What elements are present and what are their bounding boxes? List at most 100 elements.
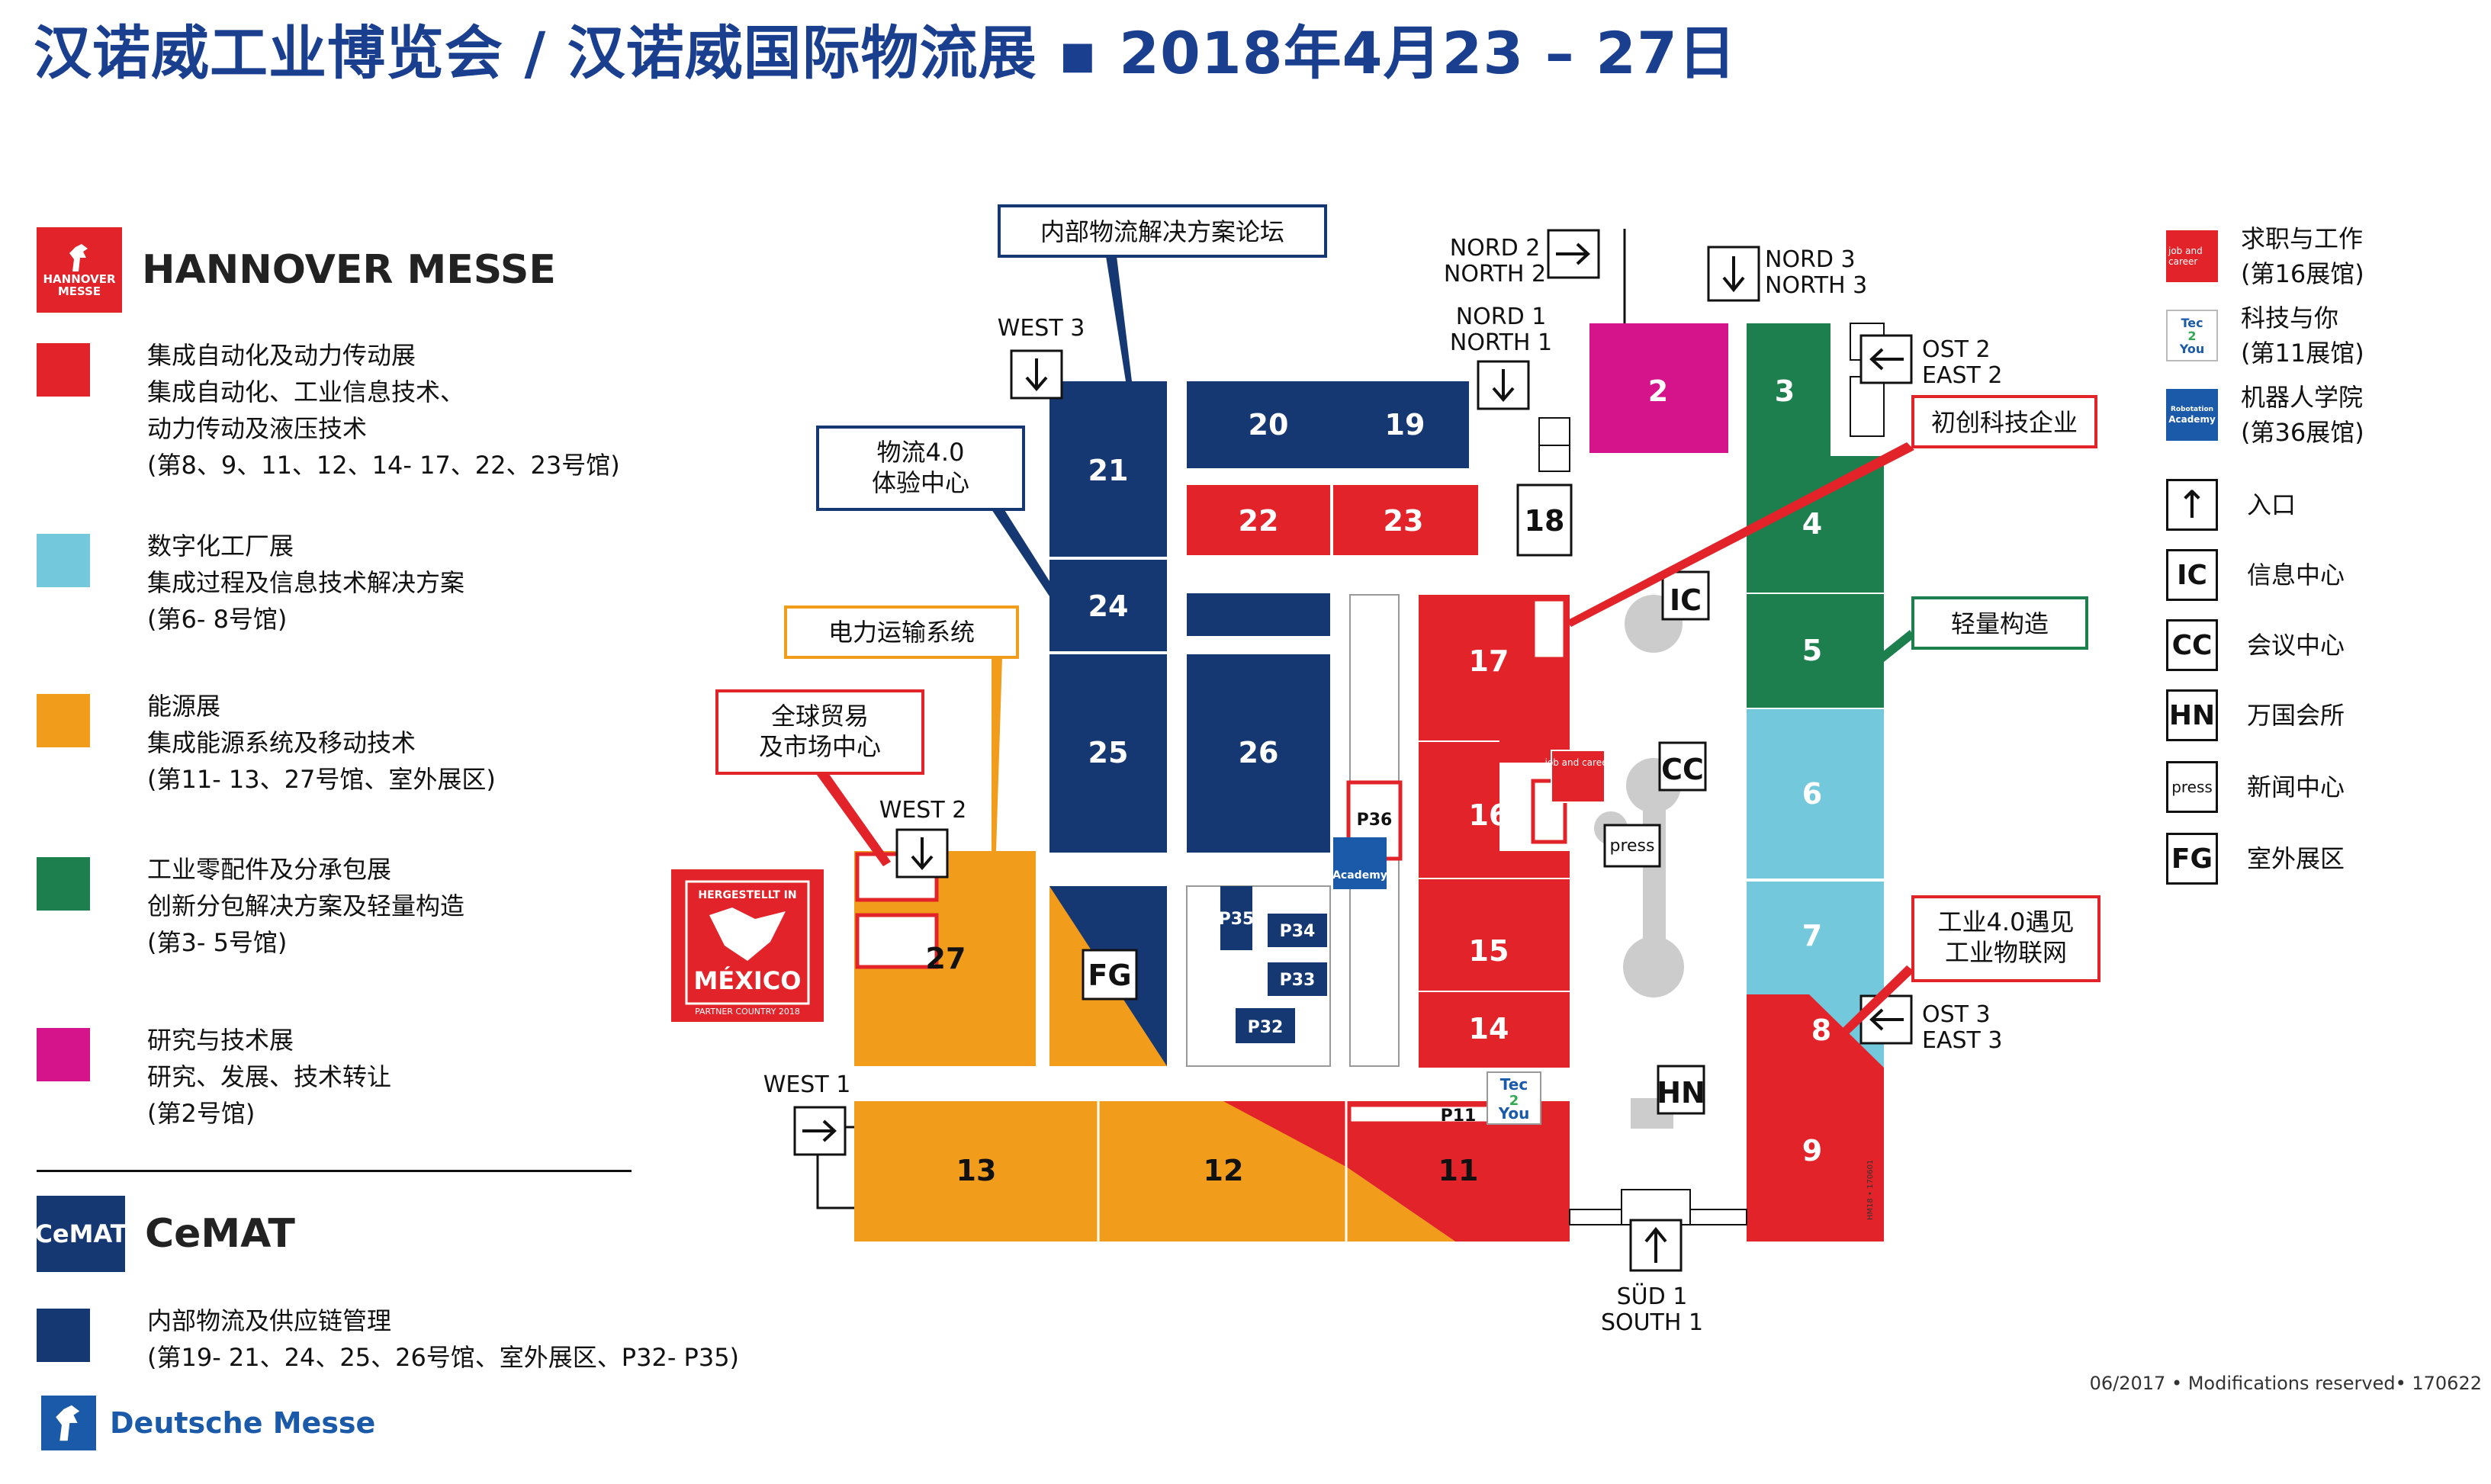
mexico-badge-frame [685,880,810,1005]
legend-line: 集成自动化及动力传动展 [147,341,416,370]
legend-text: 集成自动化及动力传动展集成自动化、工业信息技术、动力传动及液压技术(第8、9、1… [147,337,620,483]
hall-13-label: 13 [956,1154,997,1187]
hall-21-label: 21 [1088,454,1129,487]
fg-label: FG [1088,959,1131,992]
legend-swatch [37,1028,90,1081]
hall-24[interactable] [1049,560,1167,651]
ost2-entrance[interactable] [1859,334,1913,384]
hn-marker[interactable] [1657,1065,1705,1115]
cemat-name: CeMAT [145,1211,295,1257]
hall-9[interactable] [1747,1068,1884,1241]
hall-7[interactable] [1747,882,1884,994]
p32[interactable] [1236,1008,1295,1043]
p36-label: P36 [1357,811,1393,830]
legend-line: (第2号馆) [147,1099,256,1128]
hall-14-17[interactable] [1419,595,1570,1068]
cemat-legend-text: 内部物流及供应链管理 (第19- 21、24、25、26号馆、室外展区、P32-… [147,1303,739,1376]
hall-26[interactable] [1187,654,1330,853]
key-line: (第16展馆) [2241,259,2364,288]
industry40-callout [1911,895,2100,982]
key-row: ↑入口 [2166,479,2296,531]
cc-label: CC [1661,753,1704,786]
p34[interactable] [1268,914,1327,947]
hall-11[interactable] [1346,1101,1570,1241]
ic-marker[interactable] [1661,570,1710,621]
hall-15-label: 15 [1469,934,1509,968]
hall-4[interactable] [1747,456,1884,593]
hall-8-red-part [1786,994,1884,1068]
hall-2-label: 2 [1648,374,1668,408]
hall-23[interactable] [1333,485,1478,555]
academy-icon-text: Academy [2168,414,2216,425]
hall-20-19[interactable] [1187,381,1469,468]
hannover-messe-name: HANNOVER MESSE [142,247,556,293]
p35[interactable] [1220,886,1252,950]
cemat-swatch [37,1309,90,1362]
key-line: 科技与你 [2241,304,2339,332]
hall-3[interactable] [1747,323,1830,456]
legend-line: 研究与技术展 [147,1026,294,1055]
key-line: 机器人学院 [2241,383,2364,412]
page-title: 汉诺威工业博览会 / 汉诺威国际物流展 ▪ 2018年4月23 – 27日 [34,19,1737,87]
ost3-label: OST 3 [1922,1001,1991,1028]
nord3-label: NORD 3 [1765,246,1856,273]
press-marker[interactable] [1603,824,1661,868]
tec2you-text: Tec [1500,1075,1528,1094]
tec2you-icon-text: Tec [2181,315,2203,330]
hall-12-label: 12 [1204,1154,1244,1187]
west3-entrance[interactable] [1010,349,1063,400]
nord3-entrance[interactable] [1707,246,1760,302]
west1-entrance[interactable] [793,1106,847,1156]
north3-label: NORTH 3 [1765,272,1867,299]
cemat-legend-line: (第19- 21、24、25、26号馆、室外展区、P32- P35) [147,1343,740,1372]
hall-12[interactable] [1098,1101,1346,1241]
hall-6[interactable] [1747,709,1884,879]
west2-label: WEST 2 [879,797,967,824]
p33-label: P33 [1280,971,1316,990]
p35-label: P35 [1219,910,1255,929]
west2-entrance[interactable] [895,828,949,879]
west1-label: WEST 1 [763,1071,851,1098]
hall-18[interactable] [1516,483,1573,557]
hall-11-label: 11 [1438,1154,1479,1187]
deutsche-messe-mark [41,1396,96,1450]
legend-text: 数字化工厂展集成过程及信息技术解决方案(第6- 8号馆) [147,528,464,638]
hall-13[interactable] [854,1101,1098,1241]
east3-label: EAST 3 [1922,1027,2002,1054]
north1-label: NORTH 1 [1450,329,1552,356]
arrow-right-icon [802,1119,837,1142]
hall-22[interactable] [1187,485,1330,555]
info-center-icon: IC [2166,549,2218,601]
south1-entrance[interactable] [1629,1219,1683,1272]
hall-21[interactable] [1049,381,1167,557]
legend-text: 研究与技术展研究、发展、技术转让 (第2号馆) [147,1022,391,1132]
p33[interactable] [1268,962,1327,996]
cc-marker[interactable] [1658,741,1707,792]
building-annex [1850,376,1885,437]
legend-entry: 数字化工厂展集成过程及信息技术解决方案(第6- 8号馆) [37,532,464,638]
tec2you-key-label: 科技与你 (第11展馆) [2241,300,2364,371]
nord2-entrance[interactable] [1547,229,1600,279]
tec2you-icon: Tec 2 You [2166,310,2218,361]
eagle-icon [709,907,786,961]
hall-24-label: 24 [1088,589,1129,623]
tec2you-icon-text: You [2179,341,2205,356]
nord2-label: NORD 2 [1450,235,1541,262]
academy-badge-text: Academy [1332,869,1387,882]
startups-text: 初创科技企业 [1931,408,2078,437]
job-badge-text: job and career [1544,757,1612,768]
legend-swatch [37,694,90,747]
nord1-entrance[interactable] [1477,360,1530,410]
east2-label: EAST 2 [1922,362,2002,389]
logistics40-callout [816,426,1025,511]
hall-2[interactable] [1589,323,1728,453]
arrow-right-icon [1556,243,1590,265]
hall-25[interactable] [1049,654,1167,853]
legend-line: 研究、发展、技术转让 [147,1062,392,1091]
key-line: (第36展馆) [2241,418,2364,447]
hall-5[interactable] [1747,593,1884,708]
ic-label: IC [1670,583,1702,617]
arrow-left-icon [1869,1008,1904,1031]
forum-pointer [1106,256,1132,381]
robotation-academy-badge [1333,837,1387,889]
